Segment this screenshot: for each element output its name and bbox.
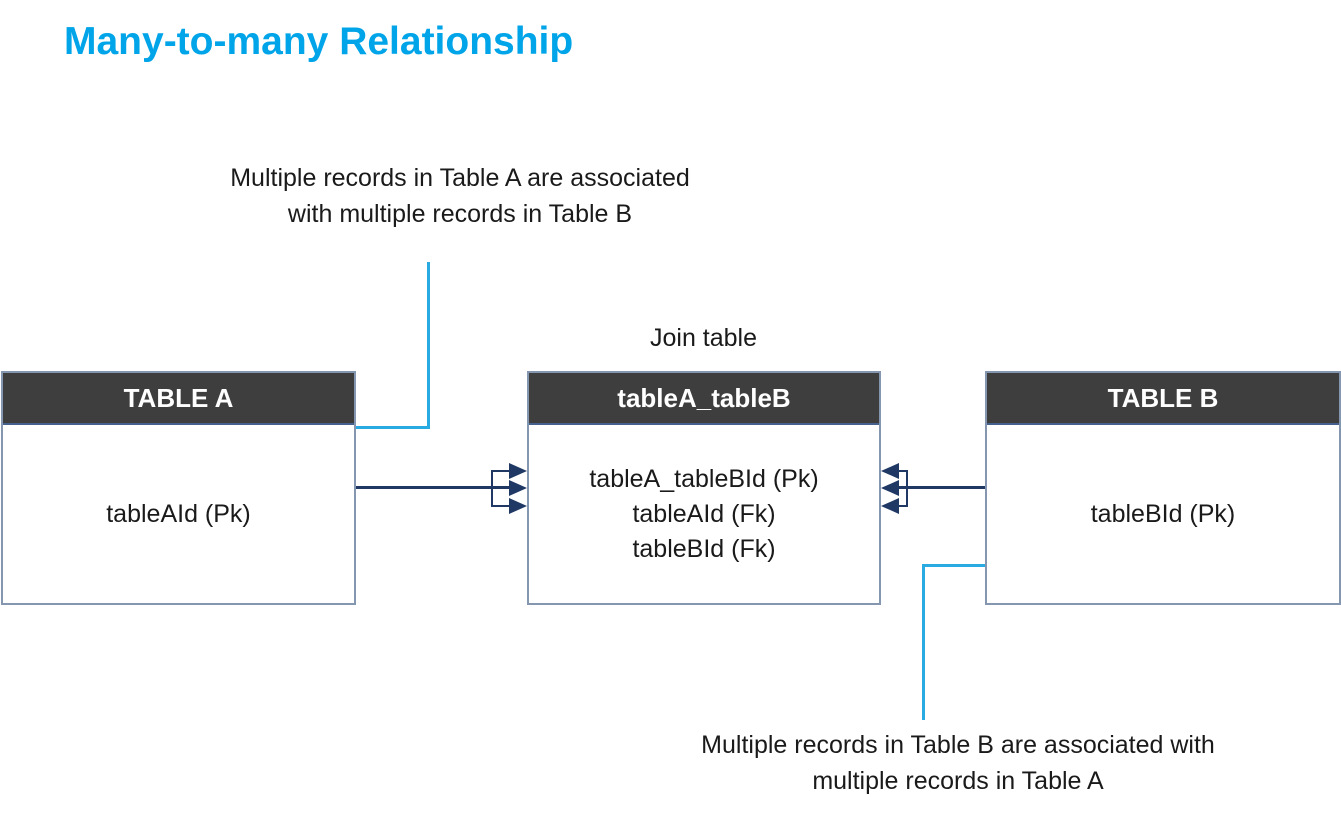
connector-right-fork-bracket [906, 470, 908, 507]
arrowhead-right-middle-icon [881, 480, 899, 496]
field-join-fk-a: tableAId (Fk) [632, 499, 776, 528]
callout-line-b-horizontal [922, 564, 986, 567]
page-title: Many-to-many Relationship [64, 20, 574, 63]
annotation-table-a-line2: with multiple records in Table B [287, 200, 633, 228]
annotation-table-b-line1: Multiple records in Table B are associat… [701, 731, 1215, 759]
connector-right-main-line [899, 486, 985, 489]
table-a-body: tableAId (Pk) [3, 425, 354, 603]
join-table-label: Join table [649, 324, 758, 352]
annotation-table-a: Multiple records in Table A are associat… [155, 160, 765, 232]
connector-left-fork-stub-bottom [491, 505, 510, 507]
connector-left-main-line [356, 486, 512, 489]
field-join-fk-b: tableBId (Fk) [632, 534, 776, 563]
arrowhead-right-bottom-icon [881, 498, 899, 514]
callout-line-a-horizontal [356, 426, 430, 429]
arrowhead-right-top-icon [881, 463, 899, 479]
table-a-header: TABLE A [3, 373, 354, 425]
connector-right-fork-stub-top [899, 470, 908, 472]
annotation-table-a-line1: Multiple records in Table A are associat… [230, 164, 690, 192]
connector-right-fork-stub-bottom [899, 505, 908, 507]
join-table-header: tableA_tableB [529, 373, 879, 425]
connector-left-fork-bracket [491, 470, 493, 507]
callout-line-a-vertical [427, 262, 430, 429]
table-b-header: TABLE B [987, 373, 1339, 425]
field-join-pk: tableA_tableBId (Pk) [589, 464, 819, 493]
callout-line-b-vertical [922, 564, 925, 720]
annotation-table-b: Multiple records in Table B are associat… [655, 727, 1261, 799]
annotation-table-b-line2: multiple records in Table A [812, 767, 1104, 795]
join-table-box: tableA_tableB tableA_tableBId (Pk) table… [527, 371, 881, 605]
join-table-body: tableA_tableBId (Pk) tableAId (Fk) table… [529, 425, 879, 603]
field-table-a-id: tableAId (Pk) [106, 499, 251, 528]
arrowhead-left-bottom-icon [509, 498, 527, 514]
connector-left-fork-stub-top [491, 470, 510, 472]
field-table-b-id: tableBId (Pk) [1090, 499, 1236, 528]
table-a-box: TABLE A tableAId (Pk) [1, 371, 356, 605]
table-b-body: tableBId (Pk) [987, 425, 1339, 603]
table-b-box: TABLE B tableBId (Pk) [985, 371, 1341, 605]
arrowhead-left-middle-icon [509, 480, 527, 496]
arrowhead-left-top-icon [509, 463, 527, 479]
